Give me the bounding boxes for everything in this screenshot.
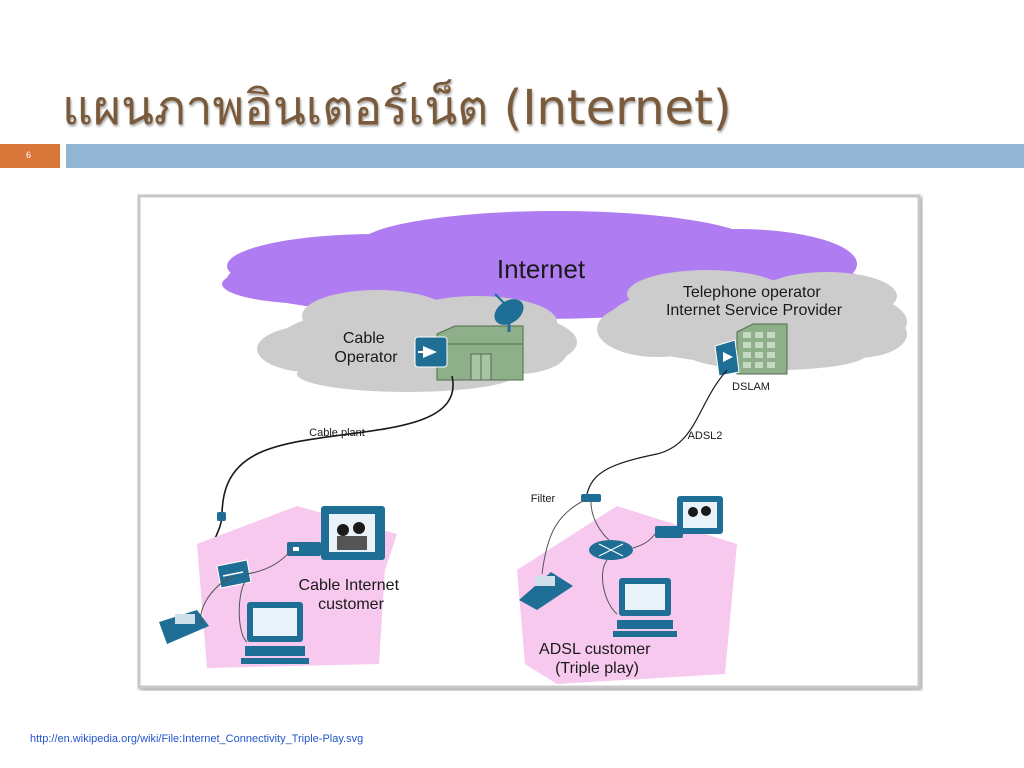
dslam-label: DSLAM [732, 381, 770, 393]
filter-label: Filter [531, 493, 556, 505]
adsl-customer-line-1: ADSL customer [539, 641, 651, 658]
cable-phone-wire [200, 575, 234, 625]
dslam-icon [714, 339, 740, 377]
cable-operator-label: Cable Operator [334, 330, 398, 366]
network-diagram: Internet Cable Operator Telephone operat… [137, 194, 923, 691]
slide-number-box [0, 144, 60, 168]
telephone-operator-cloud [597, 270, 907, 370]
adsl-phone-wire [541, 499, 586, 575]
telephone-building-icon [736, 323, 788, 375]
adsl2-label: ADSL2 [688, 430, 723, 442]
cable-plant-label: Cable plant [309, 427, 365, 439]
telephone-operator-line-1: Telephone operator [683, 284, 822, 301]
adsl-settop-icon [655, 526, 683, 538]
slide-title: แผนภาพอินเตอร์เน็ต (Internet) [62, 80, 732, 136]
adsl-phone-icon [519, 572, 573, 610]
slide-number: 6 [26, 150, 32, 160]
cable-router-icon [414, 336, 448, 368]
cable-customer-label: Cable Internet customer [299, 577, 404, 613]
adsl-computer-icon [613, 578, 677, 637]
adsl-computer-wire [602, 559, 618, 615]
cable-modem-icon [216, 559, 252, 589]
internet-label: Internet [497, 254, 586, 284]
cable-operator-line-2: Operator [334, 349, 398, 366]
adsl-filter-wire [590, 501, 610, 541]
telephone-operator-line-2: Internet Service Provider [666, 302, 843, 319]
header-bar [66, 144, 1024, 168]
adsl-tv-icon [677, 496, 723, 534]
adsl-router-icon [589, 540, 633, 560]
cable-tv-settop-icon [287, 542, 321, 556]
cable-computer-icon [241, 602, 309, 664]
cable-tv-icon [321, 506, 385, 560]
adsl-settop-wire [632, 533, 656, 549]
cable-operator-line-1: Cable [343, 330, 385, 347]
adsl2-line [586, 369, 728, 495]
cable-customer-line-1: Cable Internet [299, 577, 400, 594]
telephone-operator-label: Telephone operator Internet Service Prov… [666, 284, 843, 319]
adsl-customer-line-2: (Triple play) [555, 660, 639, 677]
cable-computer-wire [238, 581, 248, 643]
satellite-dish-icon [494, 293, 524, 332]
cable-phone-icon [159, 610, 209, 644]
adsl-customer-label: ADSL customer (Triple play) [539, 641, 655, 677]
source-link[interactable]: http://en.wikipedia.org/wiki/File:Intern… [30, 733, 364, 745]
cable-settop-wire [246, 549, 293, 575]
cable-operator-building-icon [436, 325, 524, 381]
filter-icon [581, 494, 601, 502]
cable-splitter-icon [217, 512, 226, 521]
cable-customer-line-2: customer [318, 596, 384, 613]
